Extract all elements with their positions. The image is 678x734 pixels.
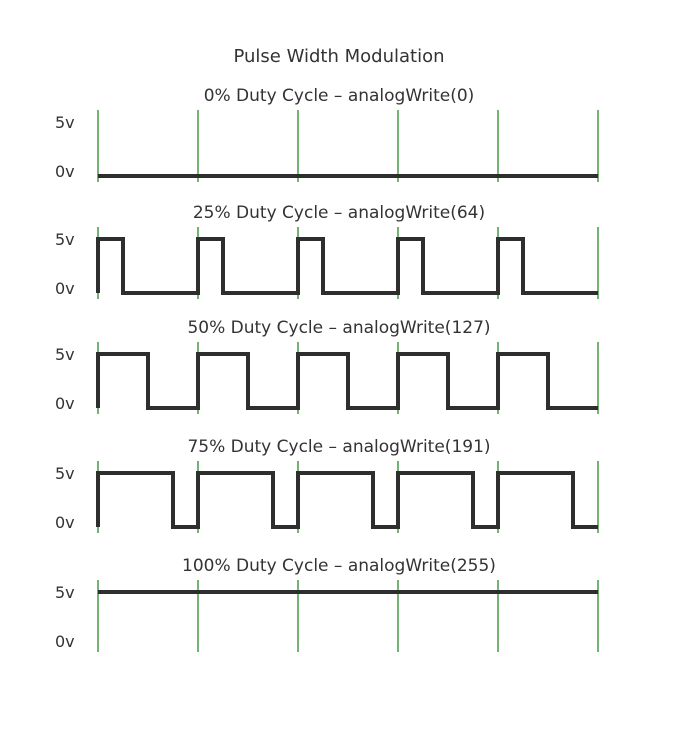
- high-level-label: 5v: [55, 230, 75, 249]
- low-level-label: 0v: [55, 162, 75, 181]
- pwm-panel: 75% Duty Cycle – analogWrite(191) 5v 0v: [55, 437, 599, 533]
- pwm-panel: 100% Duty Cycle – analogWrite(255) 5v 0v: [55, 556, 599, 652]
- pwm-panel: 0% Duty Cycle – analogWrite(0) 5v 0v: [55, 86, 599, 182]
- panel-title: 50% Duty Cycle – analogWrite(127): [187, 318, 490, 338]
- panel-title: 75% Duty Cycle – analogWrite(191): [187, 437, 490, 457]
- low-level-label: 0v: [55, 394, 75, 413]
- pwm-waveform: [96, 352, 598, 410]
- high-level-label: 5v: [55, 464, 75, 483]
- high-level-label: 5v: [55, 113, 75, 132]
- panel-title: 0% Duty Cycle – analogWrite(0): [204, 86, 475, 106]
- pwm-waveform: [96, 237, 598, 295]
- low-level-label: 0v: [55, 513, 75, 532]
- pwm-panel: 25% Duty Cycle – analogWrite(64) 5v 0v: [55, 203, 599, 299]
- panel-title: 25% Duty Cycle – analogWrite(64): [193, 203, 485, 223]
- panel-title: 100% Duty Cycle – analogWrite(255): [182, 556, 496, 576]
- low-level-label: 0v: [55, 279, 75, 298]
- pwm-waveform: [96, 471, 598, 529]
- low-level-label: 0v: [55, 632, 75, 651]
- pwm-panel: 50% Duty Cycle – analogWrite(127) 5v 0v: [55, 318, 599, 414]
- high-level-label: 5v: [55, 583, 75, 602]
- diagram-title: Pulse Width Modulation: [233, 46, 444, 67]
- high-level-label: 5v: [55, 345, 75, 364]
